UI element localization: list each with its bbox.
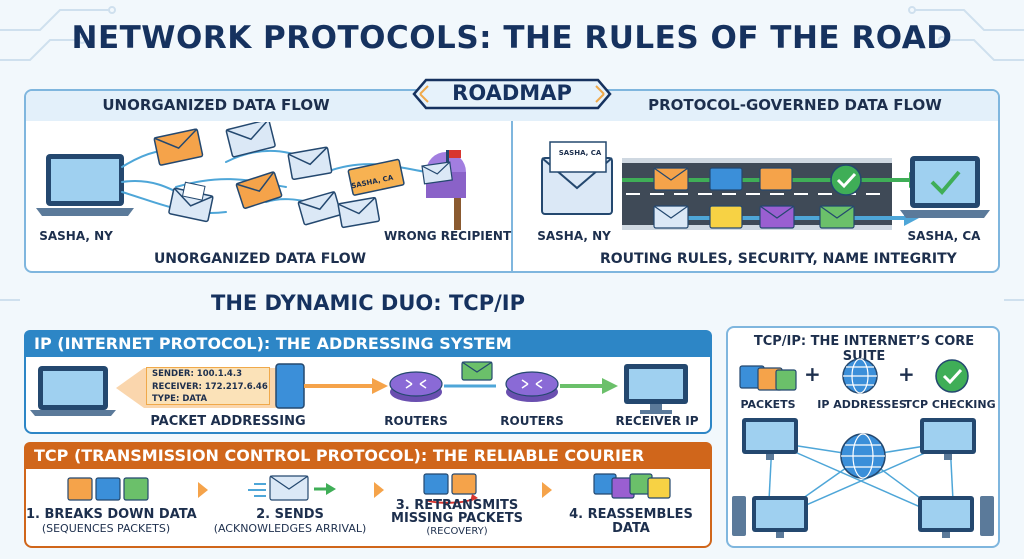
router1-label: ROUTERS [384,414,448,428]
router2-label: ROUTERS [500,414,564,428]
tcp-step-2: 2. SENDS (ACKNOWLEDGES ARRIVAL) [200,508,380,536]
receiver-ip-label: RECEIVER IP [615,414,699,428]
page-title: NETWORK PROTOCOLS: THE RULES OF THE ROAD [71,20,953,56]
suite-items-illustration [739,358,969,394]
packet-addressing-label: PACKET ADDRESSING [150,414,306,429]
duo-heading: THE DYNAMIC DUO: TCP/IP [211,291,525,315]
tcp-step-2-title: 2. SENDS [256,507,324,522]
tcp-step-3-sub: (RECOVERY) [426,526,488,537]
tcp-step-2-sub: (ACKNOWLEDGES ARRIVAL) [213,522,367,535]
mesh-computer-topleft-icon [742,418,798,460]
left-sender-label: SASHA, NY [39,229,113,243]
sender-laptop-icon [36,154,134,216]
router2-icon [505,371,559,402]
tcp-step-1-sub: (SEQUENCES PACKETS) [41,522,171,535]
left-panel-caption: UNORGANIZED DATA FLOW [153,251,367,267]
suite-label-ip-addresses: IP ADDRESSES [817,398,907,411]
roadmap-divider [511,121,513,271]
mailbox-icon [421,150,466,230]
right-sender-label: SASHA, NY [537,229,611,243]
receiver-monitor-icon [624,364,688,414]
tcp-step-3-title: 3. RETRANSMITS [395,498,519,513]
tcp-step-3: 3. RETRANSMITS MISSING PACKETS (RECOVERY… [382,499,532,538]
wrong-recipient-label: WRONG RECIPIENT [384,229,512,243]
mesh-computer-bottomleft-icon [732,496,808,538]
ip-flow-illustration [30,361,688,416]
ip-address-box: SENDER: 100.1.4.3 RECEIVER: 172.217.6.46… [146,367,270,405]
packet-type: TYPE: DATA [152,394,208,404]
sender-address: SENDER: 100.1.4.3 [152,369,242,379]
suite-packets-icon [739,365,797,391]
ip-header: IP (INTERNET PROTOCOL): THE ADDRESSING S… [24,330,712,357]
mesh-computer-topright-icon [920,418,976,460]
roadmap-badge-label: ROADMAP [452,81,572,105]
tcp-step-3-line2: MISSING PACKETS [391,511,523,526]
step4-reassemble-icon [593,473,671,499]
receiver-address: RECEIVER: 172.217.6.46 [152,381,268,392]
sender-envelope-icon [541,141,613,215]
step2-send-icon [248,475,336,501]
tcp-header: TCP (TRANSMISSION CONTROL PROTOCOL): THE… [24,442,712,469]
ip-sender-laptop-icon [30,366,116,416]
plus-sign-2: + [898,362,915,386]
suite-label-packets: PACKETS [740,398,796,411]
packets-on-road [653,164,862,229]
scattered-envelopes [153,122,405,229]
suite-label-tcp-checking: TCP CHECKING [904,398,996,411]
tcp-step-4-line2: DATA [612,521,650,536]
mesh-hub-globe-icon [840,433,886,479]
tcp-steps-illustration [67,473,671,504]
right-receiver-label: SASHA, CA [907,229,981,243]
plus-sign-1: + [804,362,821,386]
tcp-step-1-title: 1. BREAKS DOWN DATA [26,507,197,522]
governed-envelope-text: SASHA, CA [558,149,602,157]
receiver-laptop-icon [900,156,990,218]
router1-icon [389,371,443,402]
suite-globe-icon [842,358,878,394]
suite-check-icon [935,359,969,393]
step3-retransmit-icon [423,473,478,504]
mesh-computer-bottomright-icon [918,496,994,538]
tcp-step-1: 1. BREAKS DOWN DATA (SEQUENCES PACKETS) [26,507,197,536]
tcp-step-4: 4. REASSEMBLES DATA [556,508,706,536]
left-panel-heading: UNORGANIZED DATA FLOW [102,96,330,114]
right-panel-heading: PROTOCOL-GOVERNED DATA FLOW [648,96,942,114]
tcp-step-4-title: 4. REASSEMBLES [569,507,693,522]
network-mesh-illustration [732,418,994,538]
unorganized-flow-illustration [36,122,466,230]
road-check-icon [830,164,862,196]
governed-flow-illustration [541,141,990,230]
right-panel-caption: ROUTING RULES, SECURITY, NAME INTEGRITY [600,251,957,267]
step1-packets-icon [67,477,149,501]
roadmap-badge [412,78,612,110]
